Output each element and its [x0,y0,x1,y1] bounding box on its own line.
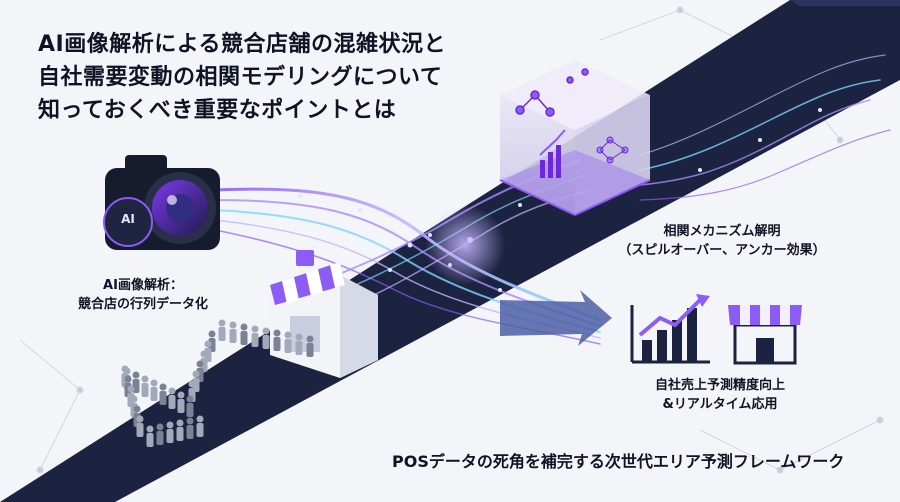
queue-person [251,325,259,347]
result-store-icon [728,305,802,365]
camera-icon [103,155,220,250]
camera-label: AI画像解析： 競合店の行列データ化 [68,276,218,314]
band-edge-light [790,0,900,6]
queue-person [156,423,164,445]
queue-person [229,321,237,343]
cube-chart [540,145,561,178]
flow-arrow [500,290,612,346]
queue-person [186,395,194,417]
queue-person [240,323,248,345]
queue-person [166,421,174,443]
camera-label-line-1: AI画像解析： [103,278,183,293]
queue-person [177,391,185,413]
queue-person [159,383,167,405]
queue-person [218,319,226,341]
result-label-line-1: 自社売上予測精度向上 [654,378,785,393]
mechanism-label: 相関メカニズム解明 （スピルオーバー、アンカー効果） [612,222,832,260]
queue-person [146,425,154,447]
result-label-line-2: &リアルタイム応用 [662,397,778,412]
footer-caption: POSデータの死角を補完する次世代エリア予測フレームワーク [392,452,845,471]
people-queue-icon [121,319,314,447]
queue-person [284,331,292,353]
queue-person [188,380,196,402]
queue-person [141,375,149,397]
title-line-3: 知っておくべき重要なポイントとは [38,98,397,123]
queue-person [176,419,184,441]
result-label: 自社売上予測精度向上 &リアルタイム応用 [640,376,800,414]
analysis-cube-icon [499,60,651,216]
camera-label-line-2: 競合店の行列データ化 [77,297,208,312]
queue-person [273,329,281,351]
cube-network [596,136,629,164]
queue-person [262,327,270,349]
title-line-2: 自社需要変動の相関モデリングについて [38,65,443,90]
flow-glow [425,205,505,285]
queue-person [136,415,144,437]
title-line-1: AI画像解析による競合店舗の混雑状況と [38,32,447,57]
queue-person [196,415,204,437]
queue-person [186,417,194,439]
camera-ai-badge: AI [121,212,135,226]
store-icon [270,250,378,378]
mechanism-label-line-2: （スピルオーバー、アンカー効果） [618,243,826,258]
queue-person [168,387,176,409]
page-title: AI画像解析による競合店舗の混雑状況と 自社需要変動の相関モデリングについて 知… [38,28,498,127]
growth-chart-icon [630,294,710,364]
queue-person [150,379,158,401]
queue-person [295,333,303,355]
queue-person [306,335,314,357]
mechanism-label-line-1: 相関メカニズム解明 [663,224,781,239]
